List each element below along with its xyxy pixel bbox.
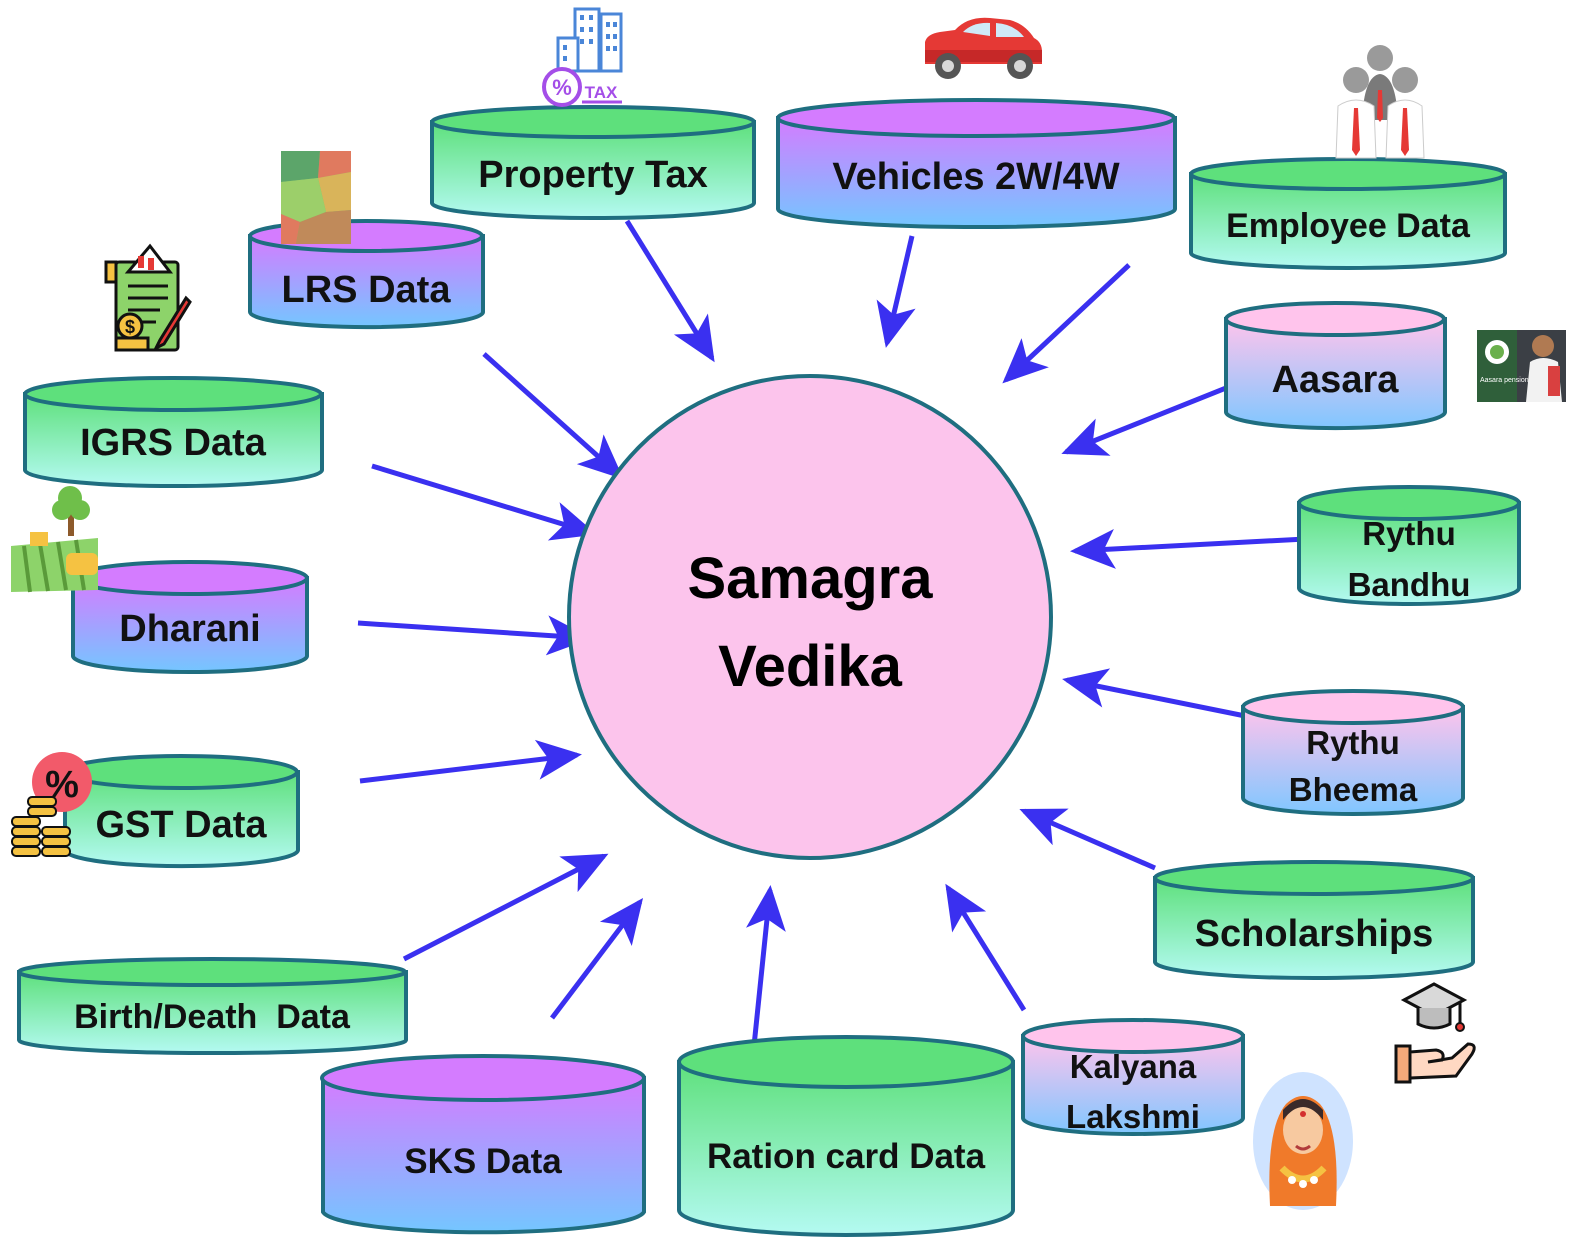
label-rythu-bandhu-2: Bandhu <box>1348 566 1471 603</box>
cylinder-vehicles: Vehicles 2W/4W <box>776 98 1177 230</box>
label-rythu-bheema-1: Rythu <box>1306 724 1400 761</box>
arrows <box>357 219 1345 1047</box>
cylinder-property-tax: Property Tax <box>430 105 756 220</box>
label-kalyana-1: Kalyana <box>1070 1048 1197 1085</box>
label-aasara: Aasara <box>1272 359 1400 401</box>
label-igrs: IGRS Data <box>80 422 267 464</box>
employees-icon <box>1335 45 1425 159</box>
label-scholarships: Scholarships <box>1195 913 1434 955</box>
arrow-property-tax <box>624 219 715 363</box>
label-property-tax: Property Tax <box>478 154 707 196</box>
samagra-vedika-hub: Samagra Vedika <box>567 374 1053 860</box>
cylinder-kalyana-lakshmi: Kalyana Lakshmi <box>1021 1018 1245 1136</box>
arrow-kalyana <box>945 883 1027 1012</box>
land-map-icon <box>281 151 351 244</box>
cylinder-gst: GST Data <box>63 754 300 869</box>
label-vehicles: Vehicles 2W/4W <box>832 156 1119 198</box>
label-ration: Ration card Data <box>707 1137 986 1176</box>
cylinder-scholarships: Scholarships <box>1153 860 1475 980</box>
arrow-gst <box>359 739 582 784</box>
cylinder-rythu-bandhu: Rythu Bandhu <box>1297 485 1521 606</box>
arrow-vehicles <box>876 235 916 348</box>
aasara-photo-caption: Aasara pension <box>1480 377 1529 384</box>
arrow-lrs <box>482 352 624 480</box>
tax-percent-glyph: % <box>552 75 572 100</box>
arrow-sks <box>550 898 644 1020</box>
cylinder-employee: Employee Data <box>1189 157 1507 270</box>
label-rythu-bandhu-1: Rythu <box>1362 515 1456 552</box>
label-dharani: Dharani <box>119 608 260 650</box>
cylinder-birth-death: Birth/Death Data <box>17 957 408 1056</box>
cylinder-igrs: IGRS Data <box>23 376 324 489</box>
car-icon <box>925 17 1042 79</box>
hub-title-line1: Samagra <box>687 546 933 611</box>
label-gst: GST Data <box>95 804 267 846</box>
arrow-dharani <box>357 615 592 656</box>
arrow-scholarships <box>1019 808 1156 871</box>
arrow-ration <box>746 885 786 1047</box>
scholarship-icon <box>1394 982 1476 1084</box>
hub-title-line2: Vedika <box>718 634 903 699</box>
bride-icon <box>1253 1072 1353 1210</box>
arrow-employee <box>1002 263 1131 384</box>
cylinder-rythu-bheema: Rythu Bheema <box>1241 689 1465 816</box>
gst-coins-icon: % <box>11 752 92 857</box>
farmland-icon <box>11 486 98 593</box>
tax-building-icon: % TAX <box>542 7 623 107</box>
label-rythu-bheema-2: Bheema <box>1289 771 1418 808</box>
aasara-pension-photo: Aasara pension <box>1477 330 1566 402</box>
cylinder-aasara: Aasara <box>1224 301 1447 431</box>
label-kalyana-2: Lakshmi <box>1066 1098 1200 1135</box>
cylinder-ration: Ration card Data <box>677 1035 1015 1237</box>
label-birth-death: Birth/Death Data <box>74 998 351 1036</box>
tax-badge-text: TAX <box>585 83 618 102</box>
arrow-rythu-bheema <box>1062 668 1266 723</box>
label-employee: Employee Data <box>1226 207 1471 245</box>
property-document-icon: $ <box>104 243 192 352</box>
label-lrs: LRS Data <box>282 269 452 311</box>
cylinder-dharani: Dharani <box>71 560 309 674</box>
cylinder-sks: SKS Data <box>320 1054 646 1235</box>
rupee-glyph: $ <box>125 317 135 337</box>
arrow-igrs <box>371 463 597 541</box>
label-sks: SKS Data <box>404 1142 562 1181</box>
arrow-birth-death <box>402 853 609 962</box>
